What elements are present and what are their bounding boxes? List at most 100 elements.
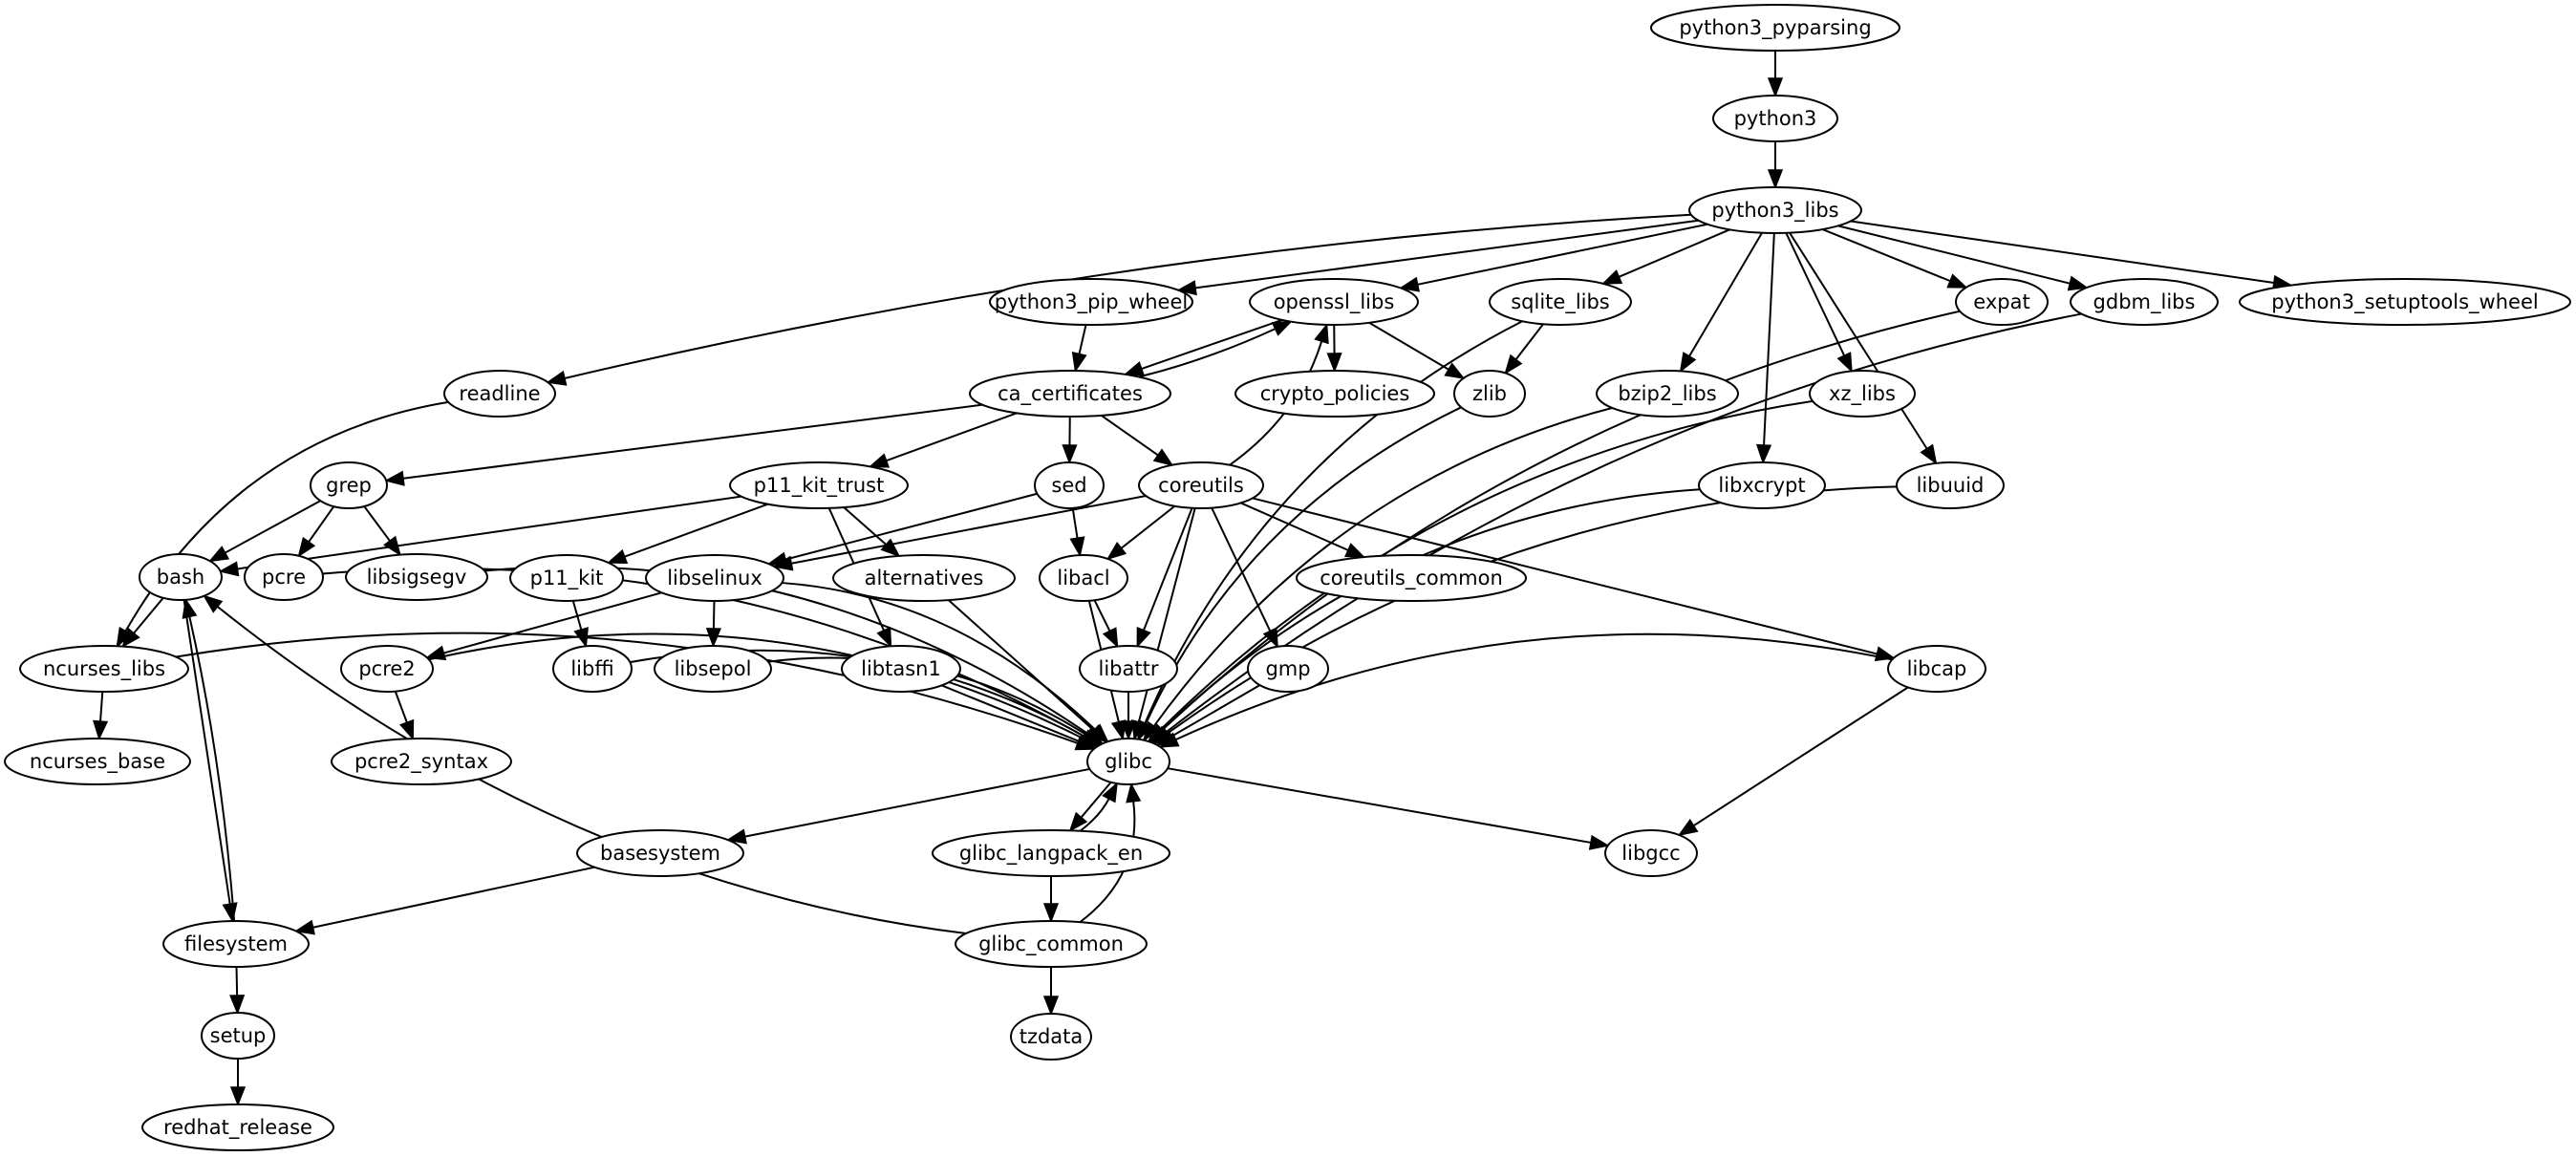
node-xz_libs[interactable]: xz_libs [1809,370,1916,418]
node-ellipse-libxcrypt [1698,461,1826,509]
node-coreutils[interactable]: coreutils [1138,461,1264,509]
node-libffi[interactable]: libffi [552,645,633,693]
node-label-ca_certificates: ca_certificates [998,382,1143,406]
node-bzip2_libs[interactable]: bzip2_libs [1596,370,1739,418]
arrowhead-glibc-to-libgcc [1588,834,1610,850]
node-gdbm_libs[interactable]: gdbm_libs [2070,278,2219,326]
edge-basesystem-to-filesystem [312,866,595,929]
arrowhead-bash-to-ncurses_libs [121,628,140,649]
node-label-libselinux: libselinux [667,567,762,589]
node-python3_libs[interactable]: python3_libs [1688,186,1862,234]
node-python3_pyparsing[interactable]: python3_pyparsing [1650,4,1900,52]
node-filesystem[interactable]: filesystem [162,920,310,968]
node-ca_certificates[interactable]: ca_certificates [969,370,1171,418]
edge-alternatives-to-glibc [948,599,1095,732]
node-p11_kit[interactable]: p11_kit [509,554,624,602]
node-glibc_common[interactable]: glibc_common [955,920,1148,968]
node-grep[interactable]: grep [310,461,388,509]
node-libcap[interactable]: libcap [1887,645,1986,693]
node-libacl[interactable]: libacl [1039,554,1128,602]
node-pcre2[interactable]: pcre2 [340,645,434,693]
node-label-coreutils_common: coreutils_common [1320,567,1503,590]
node-libsigsegv[interactable]: libsigsegv [345,553,488,601]
node-python3[interactable]: python3 [1712,95,1838,142]
node-label-tzdata: tzdata [1020,1025,1084,1048]
node-readline[interactable]: readline [443,370,556,418]
node-expat[interactable]: expat [1955,278,2049,326]
node-ellipse-bzip2_libs [1596,370,1739,418]
node-ellipse-python3_libs [1688,186,1862,234]
node-ellipse-sed [1034,461,1105,509]
edge-libcap-to-glibc [1175,632,1893,741]
node-label-pcre: pcre [262,566,306,589]
edge-ca_certificates-to-p11_kit_trust [886,412,1018,462]
node-ellipse-zlib [1453,370,1526,418]
edge-p11_kit_trust-to-alternatives [843,506,887,546]
node-label-expat: expat [1973,290,2029,313]
edge-ncurses_libs-to-glibc [176,632,1079,744]
node-label-coreutils: coreutils [1158,474,1244,497]
edge-python3_libs-to-python3_pip_wheel [1194,219,1699,289]
node-coreutils_common[interactable]: coreutils_common [1296,554,1527,602]
edge-bzip2_libs-to-glibc [1152,407,1613,727]
arrowhead-python3_libs-to-sqlite_libs [1600,269,1623,285]
node-label-grep: grep [326,474,372,497]
arrowhead-glibc_langpack_en-to-glibc_common [1042,903,1060,924]
node-alternatives[interactable]: alternatives [832,554,1016,602]
node-setup[interactable]: setup [201,1012,275,1060]
edge-glibc-to-basesystem [744,767,1090,838]
node-crypto_policies[interactable]: crypto_policies [1234,370,1435,418]
node-label-python3_libs: python3_libs [1711,199,1838,223]
node-openssl_libs[interactable]: openssl_libs [1249,278,1419,326]
edge-glibc_common-to-bash [217,606,967,935]
edge-python3_libs-to-readline [564,213,1691,379]
node-python3_pip_wheel[interactable]: python3_pip_wheel [989,278,1193,326]
node-ellipse-libcap [1887,645,1986,693]
node-ncurses_base[interactable]: ncurses_base [4,738,191,785]
node-gmp[interactable]: gmp [1247,645,1329,693]
node-label-glibc_langpack_en: glibc_langpack_en [959,842,1143,866]
node-ellipse-coreutils [1138,461,1264,509]
node-ncurses_libs[interactable]: ncurses_libs [19,645,189,693]
arrowhead-glibc_langpack_en-to-glibc [1102,782,1118,803]
edge-pcre2-to-pcre2_syntax [394,691,408,723]
node-ellipse-coreutils_common [1296,554,1527,602]
arrowhead-glibc_common-to-bash [202,594,224,613]
node-glibc_langpack_en[interactable]: glibc_langpack_en [932,829,1170,877]
node-ellipse-filesystem [162,920,310,968]
arrowhead-ca_certificates-to-p11_kit_trust [868,453,891,468]
node-label-openssl_libs: openssl_libs [1274,290,1395,314]
node-pcre[interactable]: pcre [244,553,324,601]
node-libgcc[interactable]: libgcc [1604,829,1698,877]
edge-python3_libs-to-bzip2_libs [1688,232,1763,357]
node-bash[interactable]: bash [139,553,223,601]
edge-filesystem-to-bash [188,616,236,922]
node-p11_kit_trust[interactable]: p11_kit_trust [729,461,909,509]
node-ellipse-p11_kit [509,554,624,602]
node-basesystem[interactable]: basesystem [576,829,744,877]
node-tzdata[interactable]: tzdata [1010,1013,1092,1061]
node-libsepol[interactable]: libsepol [654,645,772,693]
edge-python3_libs-to-gdbm_libs [1837,225,2071,285]
node-glibc[interactable]: glibc [1086,738,1170,785]
node-ellipse-readline [443,370,556,418]
node-sed[interactable]: sed [1034,461,1105,509]
node-label-p11_kit: p11_kit [530,567,604,590]
node-python3_setuptools_wheel[interactable]: python3_setuptools_wheel [2239,278,2571,326]
node-libuuid[interactable]: libuuid [1896,461,2005,509]
edge-p11_kit_trust-to-bash [237,495,741,570]
node-redhat_release[interactable]: redhat_release [141,1103,334,1151]
node-libselinux[interactable]: libselinux [645,554,784,602]
edge-ca_certificates-to-grep [402,403,983,480]
arrowhead-openssl_libs-to-ca_certificates [1123,361,1146,376]
node-pcre2_syntax[interactable]: pcre2_syntax [331,738,512,785]
node-libattr[interactable]: libattr [1079,645,1178,693]
node-sqlite_libs[interactable]: sqlite_libs [1489,278,1632,326]
node-libxcrypt[interactable]: libxcrypt [1698,461,1826,509]
node-zlib[interactable]: zlib [1453,370,1526,418]
node-ellipse-libsepol [654,645,772,693]
node-libtasn1[interactable]: libtasn1 [841,645,961,693]
arrowhead-alternatives-to-glibc [1087,724,1108,744]
arrowhead-basesystem-to-filesystem [293,919,315,935]
edge-sed-to-libacl [1071,507,1079,539]
